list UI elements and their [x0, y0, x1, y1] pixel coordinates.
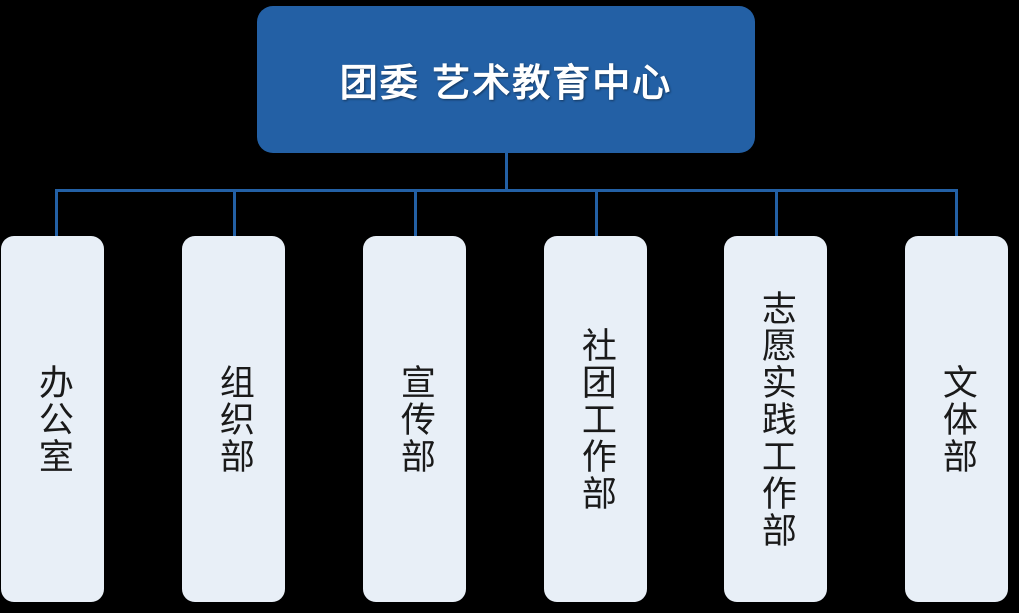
org-node-label-office: 办公室: [33, 363, 73, 475]
org-node-label-club-work-dept: 社团工作部: [576, 326, 616, 512]
connector-drop-culture-sports-dept: [955, 189, 958, 237]
connector-drop-volunteer-work-dept: [775, 189, 778, 237]
connector-horizontal-bus: [55, 189, 958, 192]
org-node-office[interactable]: 办公室: [1, 236, 104, 602]
connector-drop-office: [55, 189, 58, 237]
connector-drop-organization-dept: [233, 189, 236, 237]
connector-drop-club-work-dept: [595, 189, 598, 237]
org-node-volunteer-work-dept[interactable]: 志愿实践工作部: [724, 236, 827, 602]
org-node-label-volunteer-work-dept: 志愿实践工作部: [756, 289, 796, 549]
connector-root-stem: [505, 153, 508, 191]
org-node-label-culture-sports-dept: 文体部: [937, 363, 977, 475]
org-node-club-work-dept[interactable]: 社团工作部: [544, 236, 647, 602]
org-node-label-organization-dept: 组织部: [214, 363, 254, 475]
org-node-publicity-dept[interactable]: 宣传部: [363, 236, 466, 602]
org-node-organization-dept[interactable]: 组织部: [182, 236, 285, 602]
org-node-label-publicity-dept: 宣传部: [395, 363, 435, 475]
org-root-node[interactable]: 团委 艺术教育中心: [257, 6, 755, 153]
org-node-culture-sports-dept[interactable]: 文体部: [905, 236, 1008, 602]
connector-drop-publicity-dept: [414, 189, 417, 237]
org-root-label: 团委 艺术教育中心: [339, 63, 673, 105]
